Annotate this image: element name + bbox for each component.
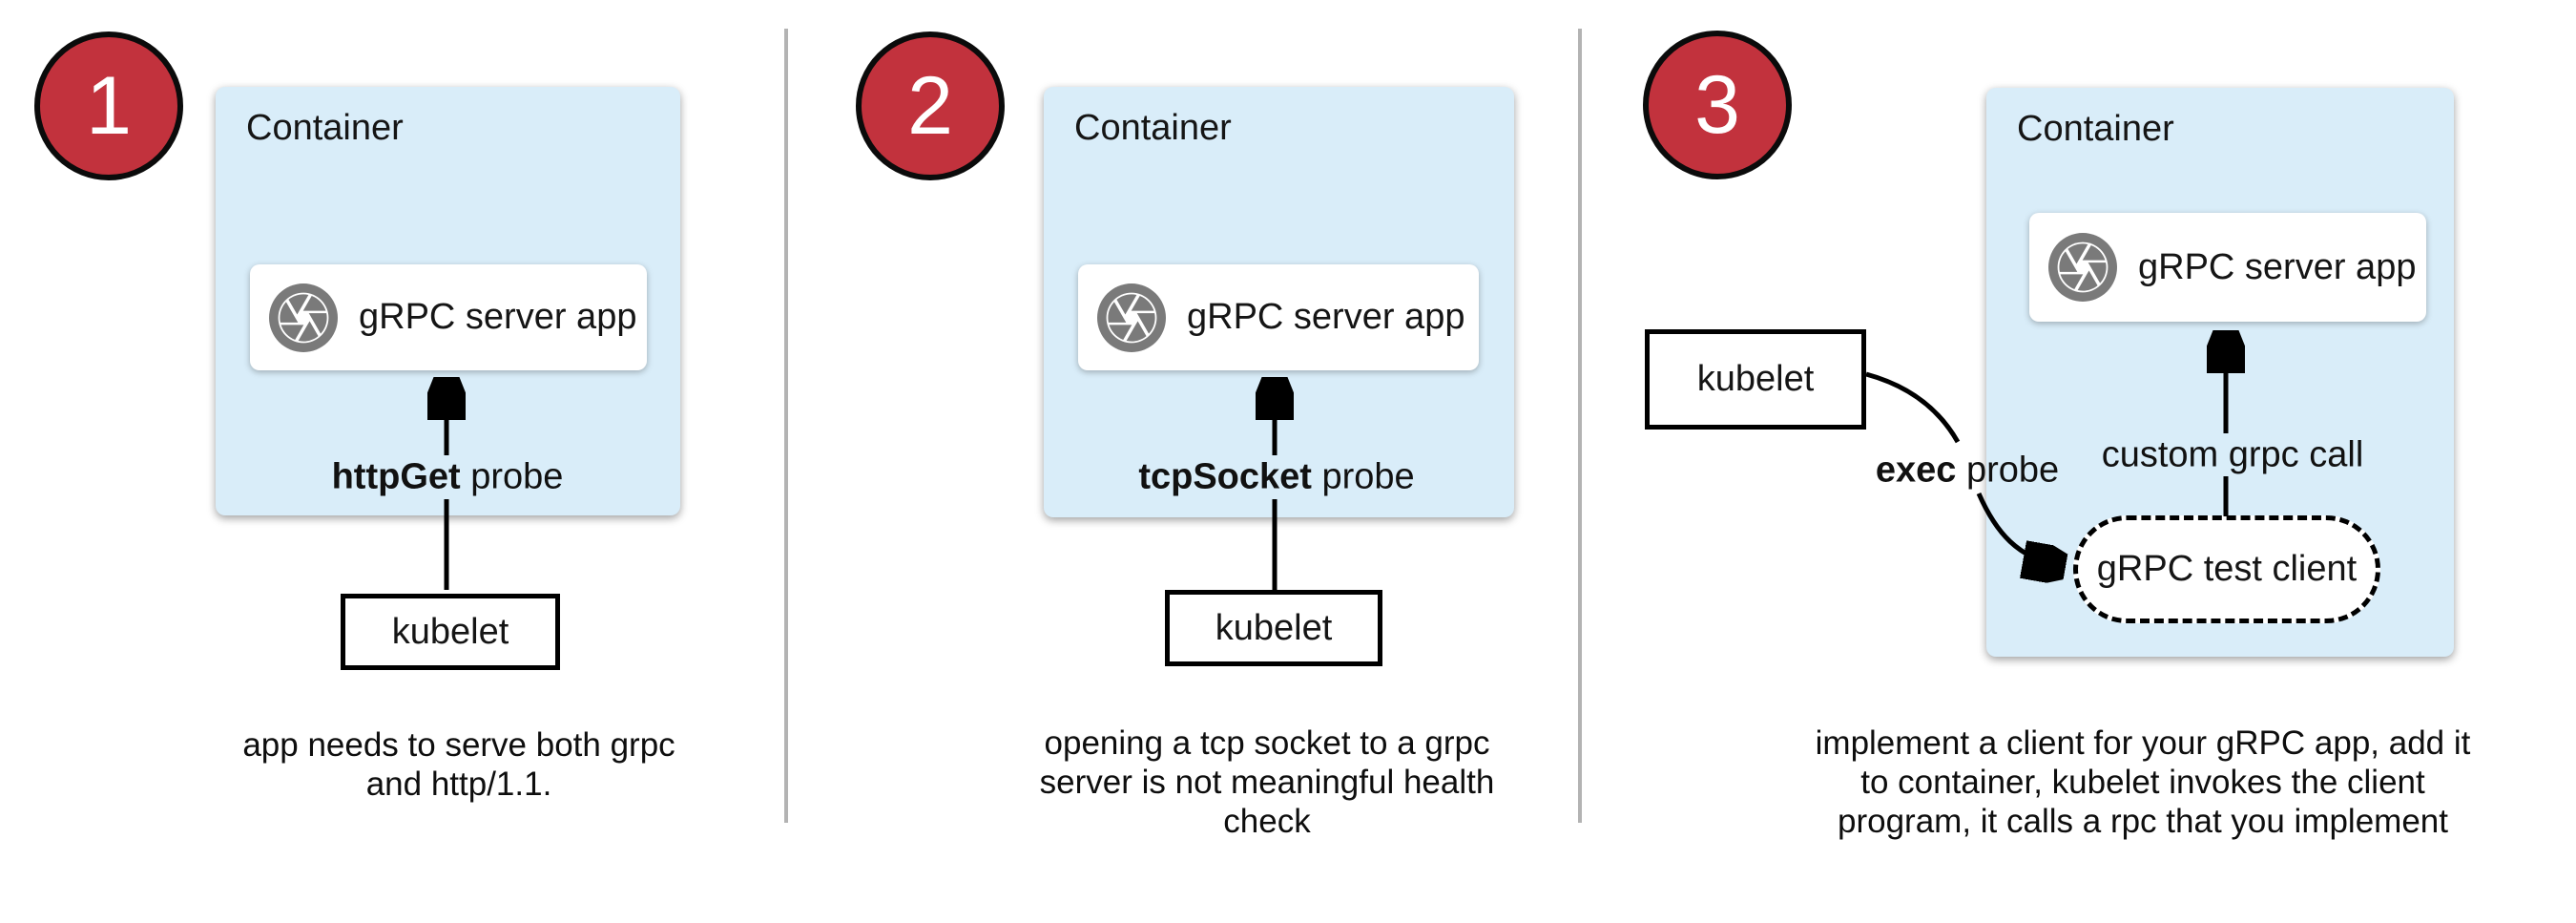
grpc-server-app-box-2: gRPC server app <box>1078 264 1479 370</box>
step-badge-1: 1 <box>34 31 183 180</box>
probe-suffix: probe <box>460 456 564 497</box>
caption-line: and http/1.1. <box>365 766 552 803</box>
caption-line: program, it calls a rpc that you impleme… <box>1838 803 2448 840</box>
probe-label-exec: exec probe <box>1876 451 2059 492</box>
grpc-server-app-box-3: gRPC server app <box>2029 213 2426 322</box>
caption-line: app needs to serve both grpc <box>242 726 675 764</box>
container-label-1: Container <box>246 108 404 148</box>
probe-keyword: exec <box>1875 450 1957 491</box>
container-box-2: Container gRPC server app <box>1044 87 1514 517</box>
exec-probe-arrow-start <box>1865 371 1961 444</box>
panel-divider-1 <box>784 29 788 823</box>
probe-label-httpget: httpGet probe <box>332 457 564 498</box>
aperture-icon <box>1097 283 1166 352</box>
probe-keyword: tcpSocket <box>1138 456 1312 497</box>
kubelet-box-2: kubelet <box>1165 590 1382 666</box>
kubelet-box-1: kubelet <box>341 594 560 670</box>
step-badge-3: 3 <box>1643 31 1792 179</box>
caption-line: server is not meaningful health <box>1039 764 1495 801</box>
grpc-test-client-box: gRPC test client <box>2073 515 2380 623</box>
caption-1: app needs to serve both grpc and http/1.… <box>242 725 675 804</box>
container-label-2: Container <box>1074 108 1232 148</box>
probe-label-tcpsocket: tcpSocket probe <box>1138 457 1414 498</box>
caption-2: opening a tcp socket to a grpc server is… <box>1040 724 1495 841</box>
grpc-server-app-label: gRPC server app <box>359 297 637 337</box>
custom-grpc-call-label: custom grpc call <box>2101 434 2364 475</box>
probe-suffix: probe <box>1956 450 2060 491</box>
step-badge-2: 2 <box>856 31 1005 180</box>
caption-line: opening a tcp socket to a grpc <box>1044 724 1490 762</box>
caption-line: check <box>1223 803 1311 840</box>
caption-line: to container, kubelet invokes the client <box>1860 764 2425 801</box>
caption-3: implement a client for your gRPC app, ad… <box>1816 724 2471 841</box>
panel-divider-2 <box>1578 29 1582 823</box>
kubelet-box-3: kubelet <box>1645 329 1866 430</box>
probe-keyword: httpGet <box>331 456 461 497</box>
grpc-server-app-label: gRPC server app <box>2138 246 2417 287</box>
container-label-3: Container <box>2017 109 2174 149</box>
caption-line: implement a client for your gRPC app, ad… <box>1815 724 2471 762</box>
probe-suffix: probe <box>1311 456 1415 497</box>
grpc-server-app-label: gRPC server app <box>1187 297 1465 337</box>
aperture-icon <box>2048 233 2117 302</box>
aperture-icon <box>269 283 338 352</box>
exec-probe-arrow-end <box>1976 492 2061 566</box>
grpc-server-app-box-1: gRPC server app <box>250 264 647 370</box>
